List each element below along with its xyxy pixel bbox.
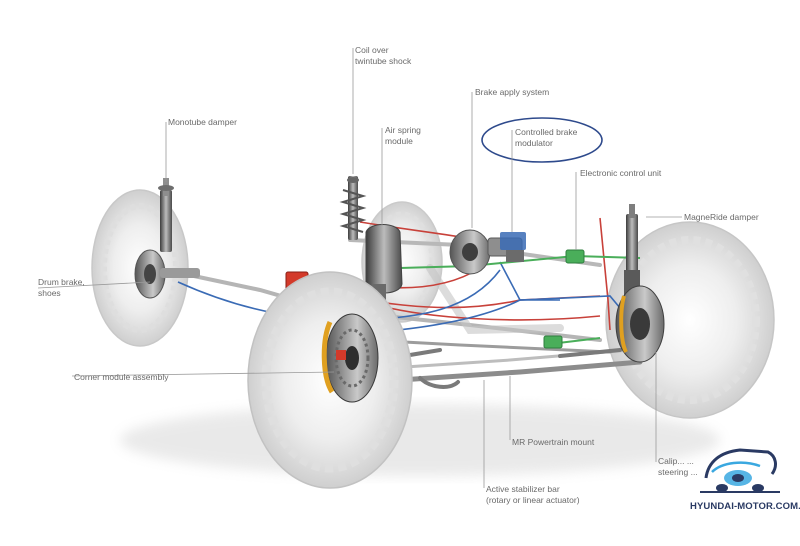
front-right-brake-disc	[616, 286, 664, 362]
floor-shadow	[120, 404, 720, 476]
magneride-label: MagneRide damper	[684, 212, 759, 223]
stabilizer-label: Active stabilizer bar(rotary or linear a…	[486, 484, 580, 506]
corner-module-label: Corner module assembly	[74, 372, 168, 383]
monotube-damper	[158, 178, 174, 252]
electronic-control-unit	[566, 250, 584, 263]
caliper-label: Calip... ...steering ...	[658, 456, 698, 478]
monotube-damper-label: Monotube damper	[168, 117, 237, 128]
magneride-damper	[624, 204, 640, 300]
ecu-label: Electronic control unit	[580, 168, 661, 179]
coil-over-shock	[343, 176, 363, 240]
powertrain-ecu-box	[544, 336, 562, 348]
mr-powertrain-label: MR Powertrain mount	[512, 437, 594, 448]
watermark-text: HYUNDAI-MOTOR.COM.VN	[690, 501, 800, 512]
hyundai-car-logo-icon	[700, 450, 780, 492]
drum-brake-label: Drum brake,shoes	[38, 277, 85, 299]
brake-modulator	[500, 232, 526, 262]
brake-apply-label: Brake apply system	[475, 87, 549, 98]
